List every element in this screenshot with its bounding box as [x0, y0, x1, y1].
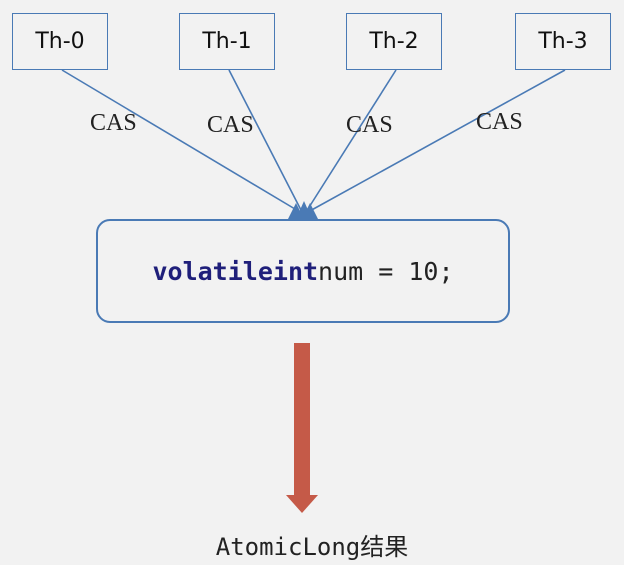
code-declaration: num = 10;	[318, 256, 454, 286]
cas-line-th1	[228, 69, 303, 213]
thread-box-th0: Th-0	[12, 13, 108, 70]
thread-label: Th-3	[538, 29, 588, 54]
code-keyword-volatile: volatile	[152, 256, 273, 286]
cas-arrowhead-3	[302, 203, 318, 219]
thread-box-th3: Th-3	[515, 13, 611, 70]
thread-label: Th-1	[202, 29, 252, 54]
cas-label: CAS	[207, 112, 254, 138]
cas-line-th0	[61, 69, 301, 213]
cas-label: CAS	[476, 109, 523, 135]
code-keyword-int: int	[272, 256, 319, 286]
result-label: AtomicLong结果	[215, 533, 409, 561]
cas-label: CAS	[346, 112, 393, 138]
result-arrow-shaft	[294, 343, 310, 495]
cas-line-th3	[307, 69, 566, 213]
thread-box-th1: Th-1	[179, 13, 275, 70]
cas-label: CAS	[90, 110, 137, 136]
result-arrow-head	[286, 495, 318, 513]
shared-variable-box: volatile int num = 10;	[96, 219, 510, 323]
thread-box-th2: Th-2	[346, 13, 442, 70]
thread-label: Th-0	[35, 29, 85, 54]
thread-label: Th-2	[369, 29, 419, 54]
cas-line-th2	[305, 69, 397, 213]
